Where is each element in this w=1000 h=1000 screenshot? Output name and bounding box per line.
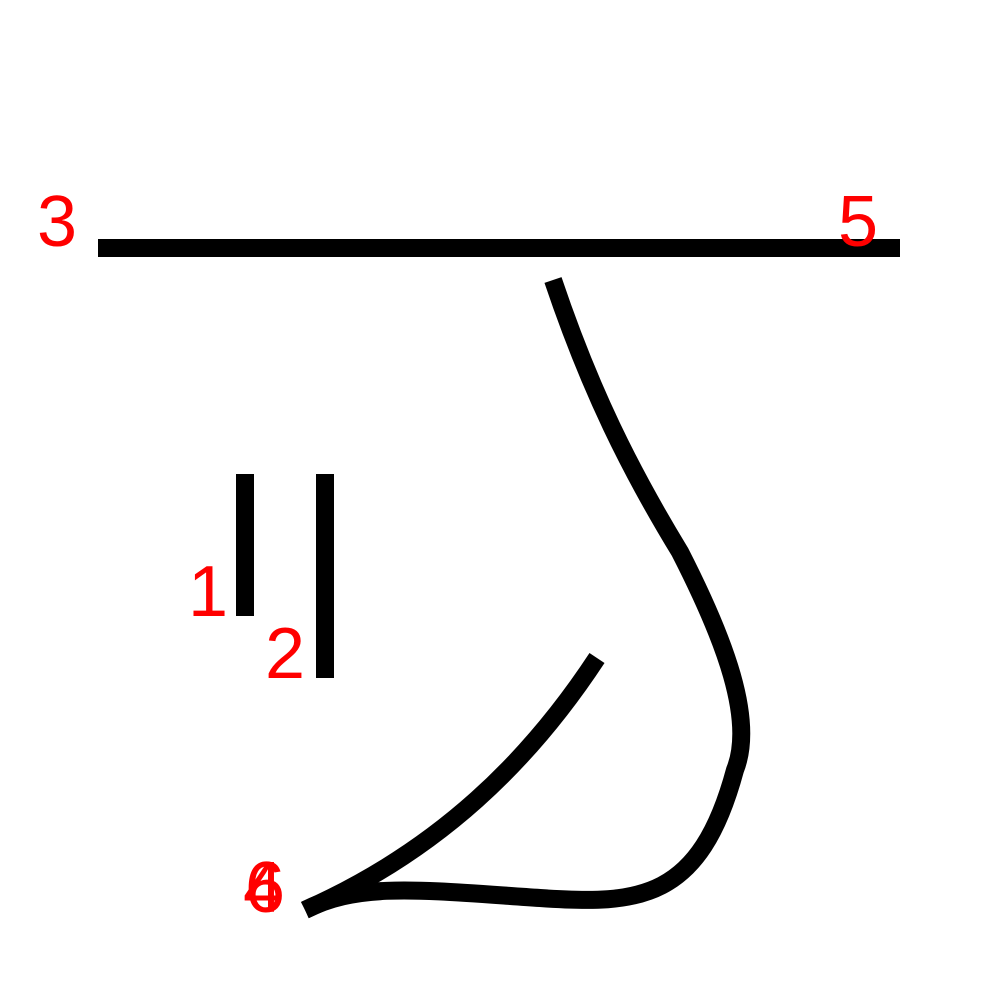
stroke-label-6: 6 [245,848,285,928]
stroke-label-1: 1 [188,552,228,632]
stroke-label-5: 5 [838,182,878,262]
stroke-label-4: 4 [243,848,283,928]
stroke-label-3: 3 [37,182,77,262]
stroke-4-path [300,277,751,919]
stroke-label-2: 2 [265,614,305,694]
stroke-5-path [301,653,605,919]
